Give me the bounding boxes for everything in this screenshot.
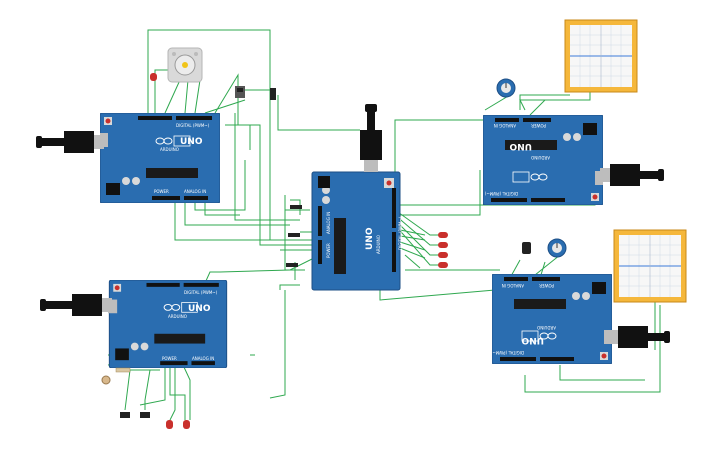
board-power-label: POWER — [326, 243, 331, 258]
board-labels: UNO ARDUINO DIGITAL (PWM~) POWER ANALOG … — [484, 123, 550, 196]
arduino-board-center[interactable]: UNO ARDUINO DIGITAL (PWM~) POWER ANALOG … — [311, 171, 403, 291]
oscilloscope-icon[interactable] — [564, 19, 638, 93]
dc-motor-icon[interactable] — [167, 47, 203, 83]
resistor-icon[interactable] — [115, 367, 131, 373]
potentiometer-icon[interactable] — [496, 78, 516, 98]
board-header-label: DIGITAL (PWM~) — [484, 191, 518, 196]
pushbutton-icon[interactable] — [235, 86, 245, 98]
board-brand-label: ARDUINO — [531, 155, 550, 160]
board-header-label: DIGITAL (PWM~) — [398, 216, 403, 250]
board-power-label: POWER — [162, 356, 177, 361]
board-labels: UNO ARDUINO DIGITAL (PWM~) POWER ANALOG … — [490, 283, 556, 355]
usb-cable — [360, 104, 382, 172]
board-power-label: POWER — [531, 123, 546, 128]
board-brand-label: ARDUINO — [537, 325, 556, 330]
led-icon[interactable] — [166, 420, 190, 429]
potentiometer-icon[interactable] — [547, 238, 567, 258]
resistor-icon[interactable] — [286, 205, 302, 267]
board-logo-label: UNO — [521, 335, 544, 345]
board-analog-label: ANALOG IN — [494, 123, 516, 128]
photoresistor-icon[interactable] — [101, 375, 111, 385]
board-header-label: DIGITAL (PWM~) — [490, 350, 524, 355]
arduino-board-top-left[interactable]: UNO ARDUINO DIGITAL (PWM~) POWER ANALOG … — [94, 113, 220, 203]
usb-cable — [36, 131, 104, 153]
board-analog-label: ANALOG IN — [502, 283, 524, 288]
transistor-icon[interactable] — [270, 88, 276, 100]
board-logo-label: UNO — [188, 304, 211, 314]
board-power-label: POWER — [539, 283, 554, 288]
board-header-label: DIGITAL (PWM~) — [176, 123, 210, 128]
board-logo-label: UNO — [509, 141, 532, 151]
board-logo-label: UNO — [180, 137, 203, 147]
wires — [107, 29, 661, 421]
oscilloscope-icon[interactable] — [613, 229, 687, 303]
board-header-label: DIGITAL (PWM~) — [184, 290, 218, 295]
led-icon[interactable] — [150, 73, 157, 81]
board-analog-label: ANALOG IN — [192, 356, 214, 361]
transistor-icon[interactable] — [120, 412, 150, 418]
arduino-board-bottom-left[interactable]: UNO ARDUINO DIGITAL (PWM~) POWER ANALOG … — [103, 280, 228, 368]
board-logo-label: UNO — [365, 227, 375, 250]
board-brand-label: ARDUINO — [168, 314, 187, 319]
usb-cable — [608, 326, 670, 348]
board-brand-label: ARDUINO — [160, 147, 179, 152]
led-icon[interactable] — [438, 232, 448, 268]
usb-cable — [600, 164, 664, 186]
board-brand-label: ARDUINO — [376, 235, 381, 254]
usb-cable — [40, 294, 112, 316]
board-analog-label: ANALOG IN — [184, 189, 206, 194]
board-power-label: POWER — [154, 189, 169, 194]
board-analog-label: ANALOG IN — [326, 212, 331, 234]
transistor-icon[interactable] — [522, 242, 531, 254]
